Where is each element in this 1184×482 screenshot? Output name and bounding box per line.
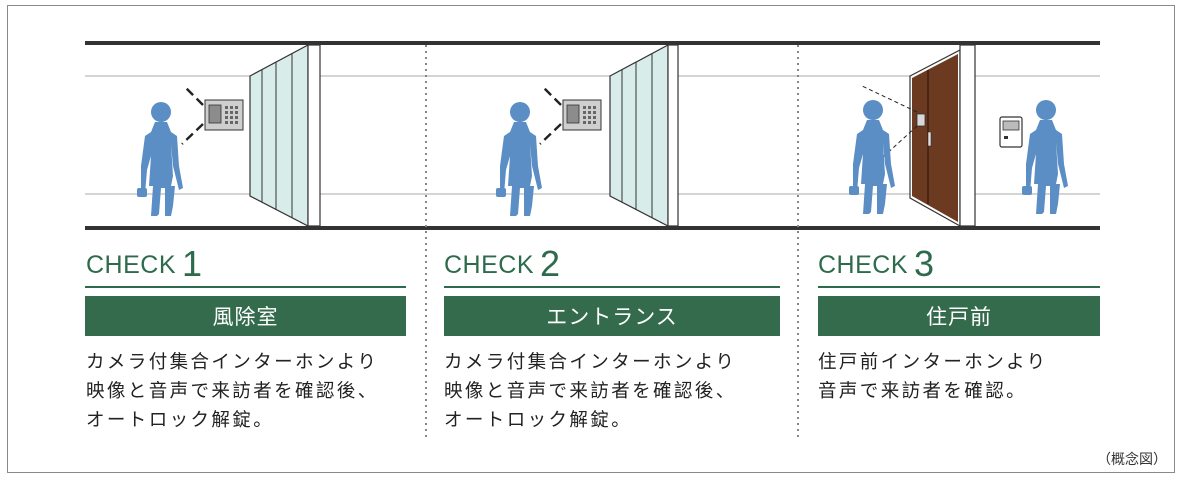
camera-view-lines-1 xyxy=(181,85,204,145)
door-camera-lines xyxy=(859,84,918,159)
visitor-figure-2 xyxy=(496,102,542,216)
tag-label-2: エントランス xyxy=(546,305,678,329)
intercom-panel-2 xyxy=(562,99,602,131)
tag-label-1: 風除室 xyxy=(212,305,279,329)
tag-front-door: 住戸前 xyxy=(818,296,1100,336)
intercom-panel-1 xyxy=(204,99,244,131)
check-label-2: CHECK xyxy=(444,251,535,279)
description-2: カメラ付集合インターホンより 映像と音声で来訪者を確認後、 オートロック解錠。 xyxy=(444,352,737,431)
visitor-figure-3 xyxy=(849,100,895,214)
glass-partition-1 xyxy=(249,43,321,227)
camera-view-lines-2 xyxy=(539,85,562,145)
glass-partition-2 xyxy=(609,43,679,227)
floor-line xyxy=(85,226,1100,230)
indoor-monitor xyxy=(999,116,1023,148)
check-number-2: 2 xyxy=(540,243,561,284)
check-number-1: 1 xyxy=(182,243,203,284)
check-rule-3 xyxy=(818,286,1100,288)
tag-entrance: エントランス xyxy=(444,296,780,336)
ceiling-line xyxy=(85,41,1100,45)
description-3: 住戸前インターホンより 音声で来訪者を確認。 xyxy=(818,352,1048,402)
check-label-3: CHECK xyxy=(818,251,909,279)
check-rule-2 xyxy=(444,286,780,288)
tag-label-3: 住戸前 xyxy=(926,305,992,329)
description-1: カメラ付集合インターホンより 映像と音声で来訪者を確認後、 オートロック解錠。 xyxy=(86,352,379,431)
entrance-door xyxy=(909,44,976,228)
diagram-frame xyxy=(7,5,1175,473)
conceptual-diagram-note: （概念図） xyxy=(1097,452,1167,468)
tag-wind-room: 風除室 xyxy=(85,296,406,336)
check-rule-1 xyxy=(85,286,406,288)
check-label-1: CHECK xyxy=(86,251,177,279)
resident-figure xyxy=(1022,100,1068,214)
visitor-figure-1 xyxy=(137,102,183,216)
check-number-3: 3 xyxy=(914,243,935,284)
wall-lines xyxy=(85,75,1100,195)
